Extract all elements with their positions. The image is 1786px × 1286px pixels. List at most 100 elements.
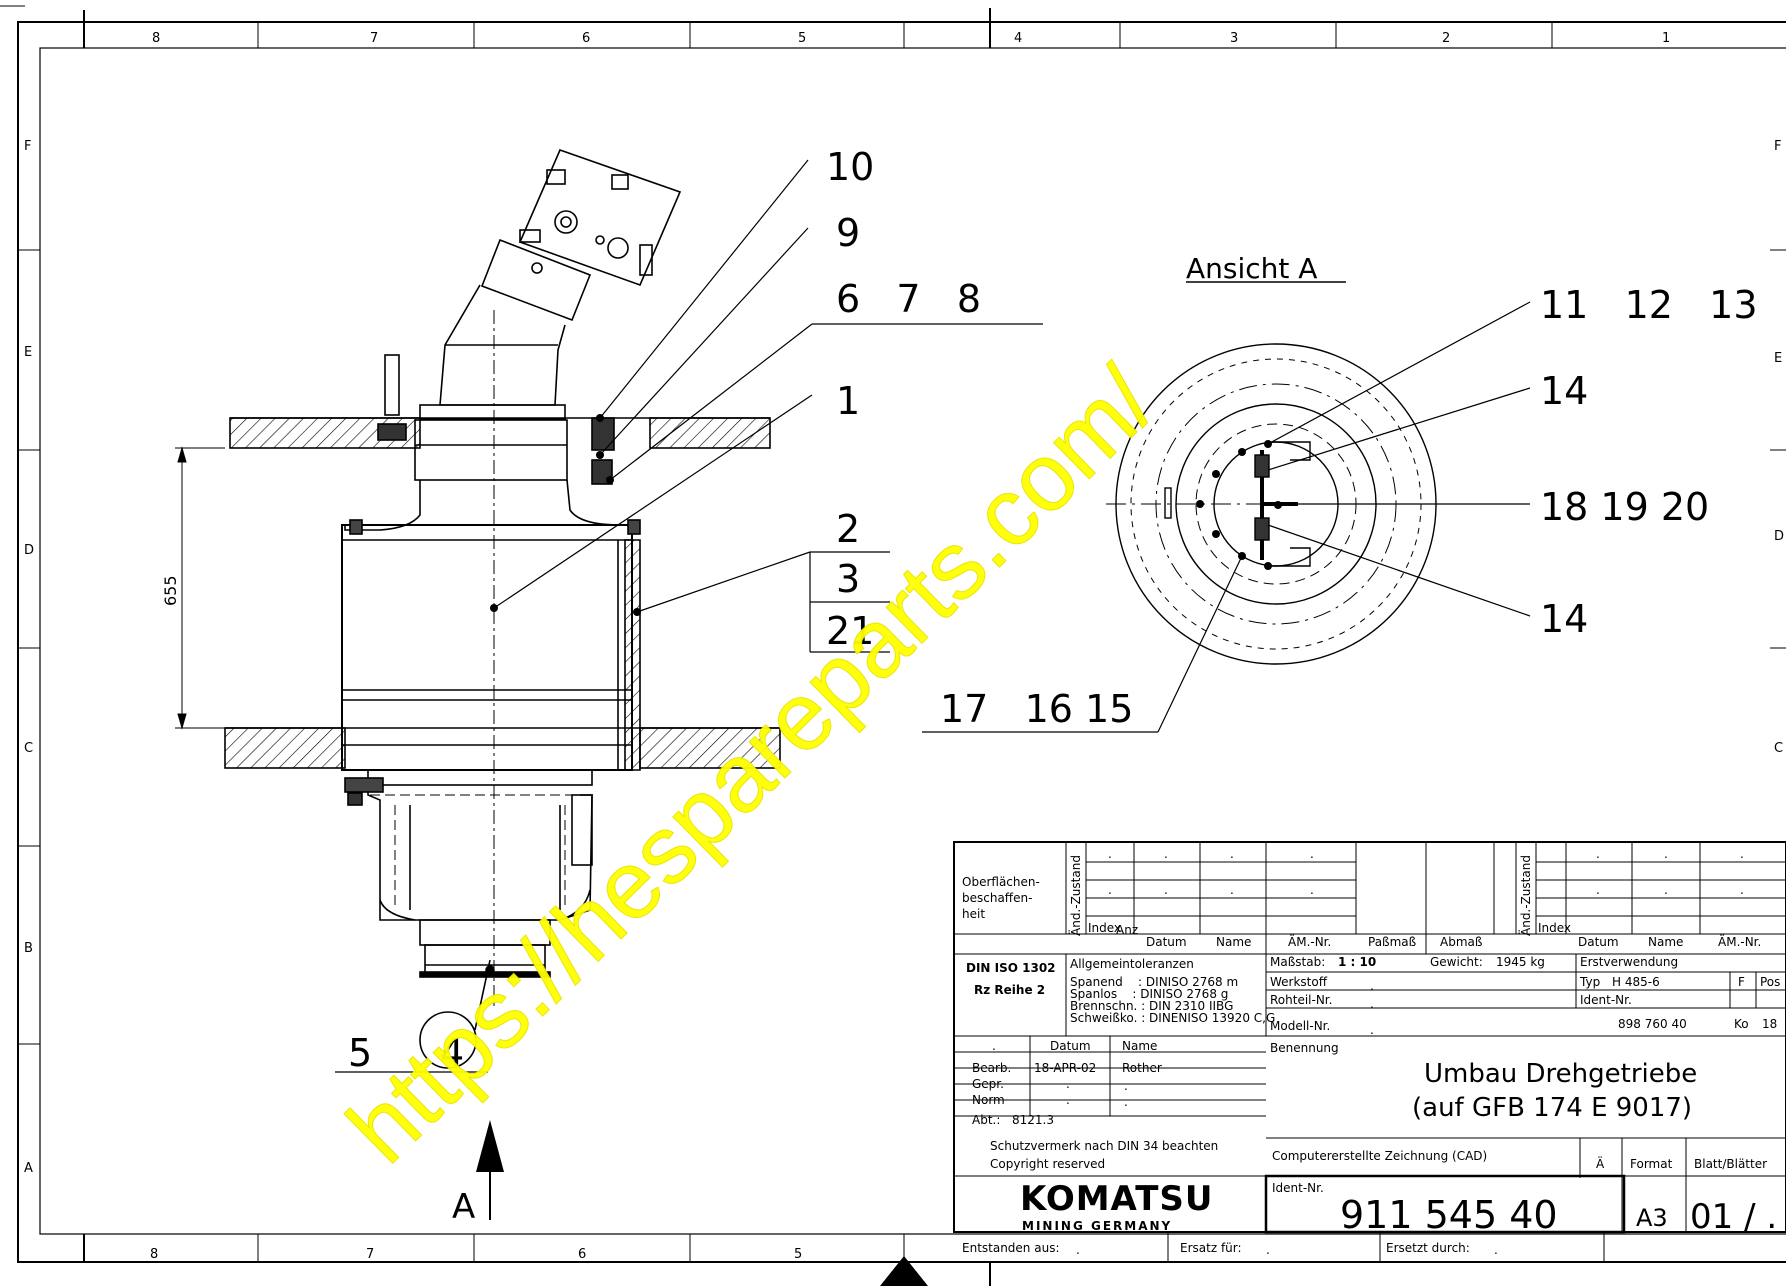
company-subtitle: MINING GERMANY (1022, 1219, 1172, 1233)
empty-cell: . (1494, 1243, 1498, 1257)
tolerance-line: Brennschn. : DIN 2310 IIBG (1070, 999, 1233, 1013)
sheet-value: 01 / . (1690, 1197, 1777, 1237)
origin-label: Entstanden aus: (962, 1241, 1059, 1255)
empty-cell: . (1066, 1077, 1070, 1091)
col-label: 7 (370, 31, 378, 46)
tolerance-line: Spanend : DINISO 2768 m (1070, 975, 1238, 989)
item-number: 2 (836, 507, 860, 551)
col-datum: Datum (1578, 935, 1619, 949)
item-number: 14 (1540, 369, 1588, 413)
row-label: E (24, 345, 32, 360)
empty-cell: . (1124, 1095, 1128, 1109)
rz-norm: Rz Reihe 2 (974, 983, 1045, 997)
col-label: 4 (1014, 31, 1022, 46)
abt-value: 8121.3 (1012, 1113, 1054, 1127)
cad-note: Computererstellte Zeichnung (CAD) (1272, 1149, 1487, 1163)
col-abmass: Abmaß (1440, 935, 1483, 949)
empty-cell: . (1076, 1243, 1080, 1257)
view-a-label: Ansicht A (1186, 252, 1317, 285)
watermark: https://hespareparts.com/ (328, 347, 1176, 1183)
rohteil-label: Rohteil-Nr. (1270, 993, 1332, 1007)
abt-label: Abt.: (972, 1113, 1000, 1127)
pos-value: 18 (1762, 1017, 1777, 1031)
item-number: 5 (348, 1031, 372, 1075)
title-block (953, 841, 1786, 1263)
row-label: F (24, 139, 31, 154)
first-use-ident: 898 760 40 (1618, 1017, 1687, 1031)
type-label: Typ (1579, 975, 1600, 989)
surface-label: beschaffen- (962, 891, 1032, 905)
empty-cell: . (1370, 979, 1374, 993)
bearb-name: Rother (1122, 1061, 1162, 1075)
centering-mark (880, 1256, 928, 1286)
format-label: Format (1630, 1157, 1673, 1171)
col-label: 6 (582, 31, 590, 46)
frame-labels: 8 7 6 5 4 3 2 1 8 7 6 5 F E D C B A F E … (24, 31, 1784, 1262)
col-label: 6 (578, 1247, 586, 1262)
item-number: 14 (1540, 597, 1588, 641)
model-label: Modell-Nr. (1270, 1019, 1330, 1033)
col-passmass: Paßmaß (1368, 935, 1417, 949)
change-state-label: Änd.-Zustand (1518, 855, 1533, 936)
title-block-text: Oberflächen- beschaffen- heit Änd.-Zusta… (962, 847, 1780, 1257)
surface-label: Oberflächen- (962, 875, 1040, 889)
bearb-label: Bearb. (972, 1061, 1011, 1075)
change-state-label: Änd.-Zustand (1068, 855, 1083, 936)
copyright-note: Copyright reserved (990, 1157, 1105, 1171)
leader-lines (335, 159, 1043, 1073)
col-aem: ÄM.-Nr. (1718, 934, 1761, 949)
row-label: D (1774, 529, 1784, 544)
empty-cell: . (1230, 883, 1234, 897)
material-label: Werkstoff (1270, 975, 1328, 989)
weight-label: Gewicht: (1430, 955, 1483, 969)
item-number: 9 (836, 211, 860, 255)
tolerances-title: Allgemeintoleranzen (1070, 957, 1194, 971)
drawing-frame (0, 5, 1786, 1286)
sheet-label: Blatt/Blätter (1694, 1157, 1767, 1171)
item-number: 21 (826, 609, 874, 653)
empty-cell: . (1370, 997, 1374, 1011)
gepr-label: Gepr. (972, 1077, 1004, 1091)
f-label: F (1738, 975, 1745, 989)
item-number: 11 12 13 (1540, 283, 1758, 327)
empty-cell: . (1370, 1023, 1374, 1037)
empty-cell: . (1066, 1093, 1070, 1107)
type-value: H 485-6 (1612, 975, 1660, 989)
ae-label: Ä (1596, 1156, 1605, 1171)
empty-cell: . (1230, 847, 1234, 861)
empty-cell: . (1310, 847, 1314, 861)
view-a-item-numbers: 11 12 13 14 18 19 20 14 17 16 15 (940, 283, 1758, 731)
format-value: A3 (1636, 1204, 1668, 1232)
empty-cell: . (1124, 1079, 1128, 1093)
pos-label: Pos (1760, 975, 1780, 989)
dimension-655 (175, 446, 225, 730)
empty-cell: . (1108, 883, 1112, 897)
empty-cell: . (1740, 847, 1744, 861)
col-label: 3 (1230, 31, 1238, 46)
row-label: D (24, 543, 34, 558)
ko-value: Ko (1734, 1017, 1749, 1031)
col-label: 5 (798, 31, 806, 46)
designation-label: Benennung (1270, 1041, 1339, 1055)
norm-label: Norm (972, 1093, 1005, 1107)
empty-cell: . (1740, 883, 1744, 897)
empty-cell: . (1164, 847, 1168, 861)
col-label: 7 (366, 1247, 374, 1262)
scale-label: Maßstab: (1270, 955, 1325, 969)
bearb-date: 18-APR-02 (1034, 1061, 1096, 1075)
row-label: F (1774, 139, 1781, 154)
col-name: Name (1216, 935, 1251, 949)
item-number: 1 (836, 379, 860, 423)
dimension-value: 655 (161, 575, 180, 606)
col-label: 8 (150, 1247, 158, 1262)
empty-cell: . (1164, 883, 1168, 897)
empty-cell: . (1664, 883, 1668, 897)
drawing-title-1: Umbau Drehgetriebe (1424, 1059, 1697, 1089)
first-use-label: Erstverwendung (1580, 955, 1678, 969)
company-logo: KOMATSU (1020, 1179, 1214, 1219)
protection-note: Schutzvermerk nach DIN 34 beachten (990, 1139, 1218, 1153)
weight-value: 1945 kg (1496, 955, 1545, 969)
tolerance-line: Schweißko. : DINENISO 13920 C,G (1070, 1011, 1275, 1025)
row-label: B (24, 941, 33, 956)
